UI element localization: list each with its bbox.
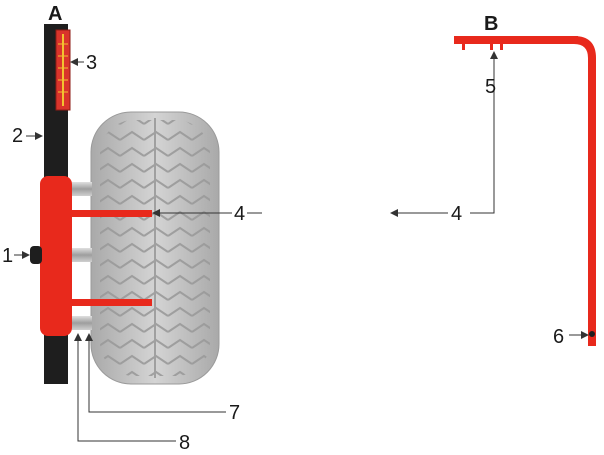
b-gauge-frame (454, 36, 596, 346)
tire (90, 111, 220, 385)
callout-2: 2 (12, 125, 23, 147)
lower-measuring-arm (70, 299, 152, 306)
b-pivot-point (589, 331, 595, 337)
callout-7-leader (85, 333, 226, 413)
callout-8-leader (74, 333, 176, 442)
support-pins (72, 182, 92, 330)
callout-5-leader (470, 51, 498, 214)
upper-measuring-arm (70, 210, 152, 217)
callout-3: 3 (86, 52, 97, 74)
adjust-knob (30, 246, 42, 264)
callout-5: 5 (485, 76, 496, 98)
callout-4a: 4 (234, 203, 245, 225)
callout-6: 6 (553, 326, 564, 348)
gauge-scale (55, 29, 71, 111)
panel-b-letter: B (484, 13, 498, 35)
callout-7: 7 (229, 402, 240, 424)
callout-4b: 4 (451, 203, 462, 225)
callout-1: 1 (2, 245, 13, 267)
callout-8: 8 (179, 432, 190, 454)
red-carriage (40, 176, 72, 336)
panel-a-letter: A (48, 3, 62, 25)
